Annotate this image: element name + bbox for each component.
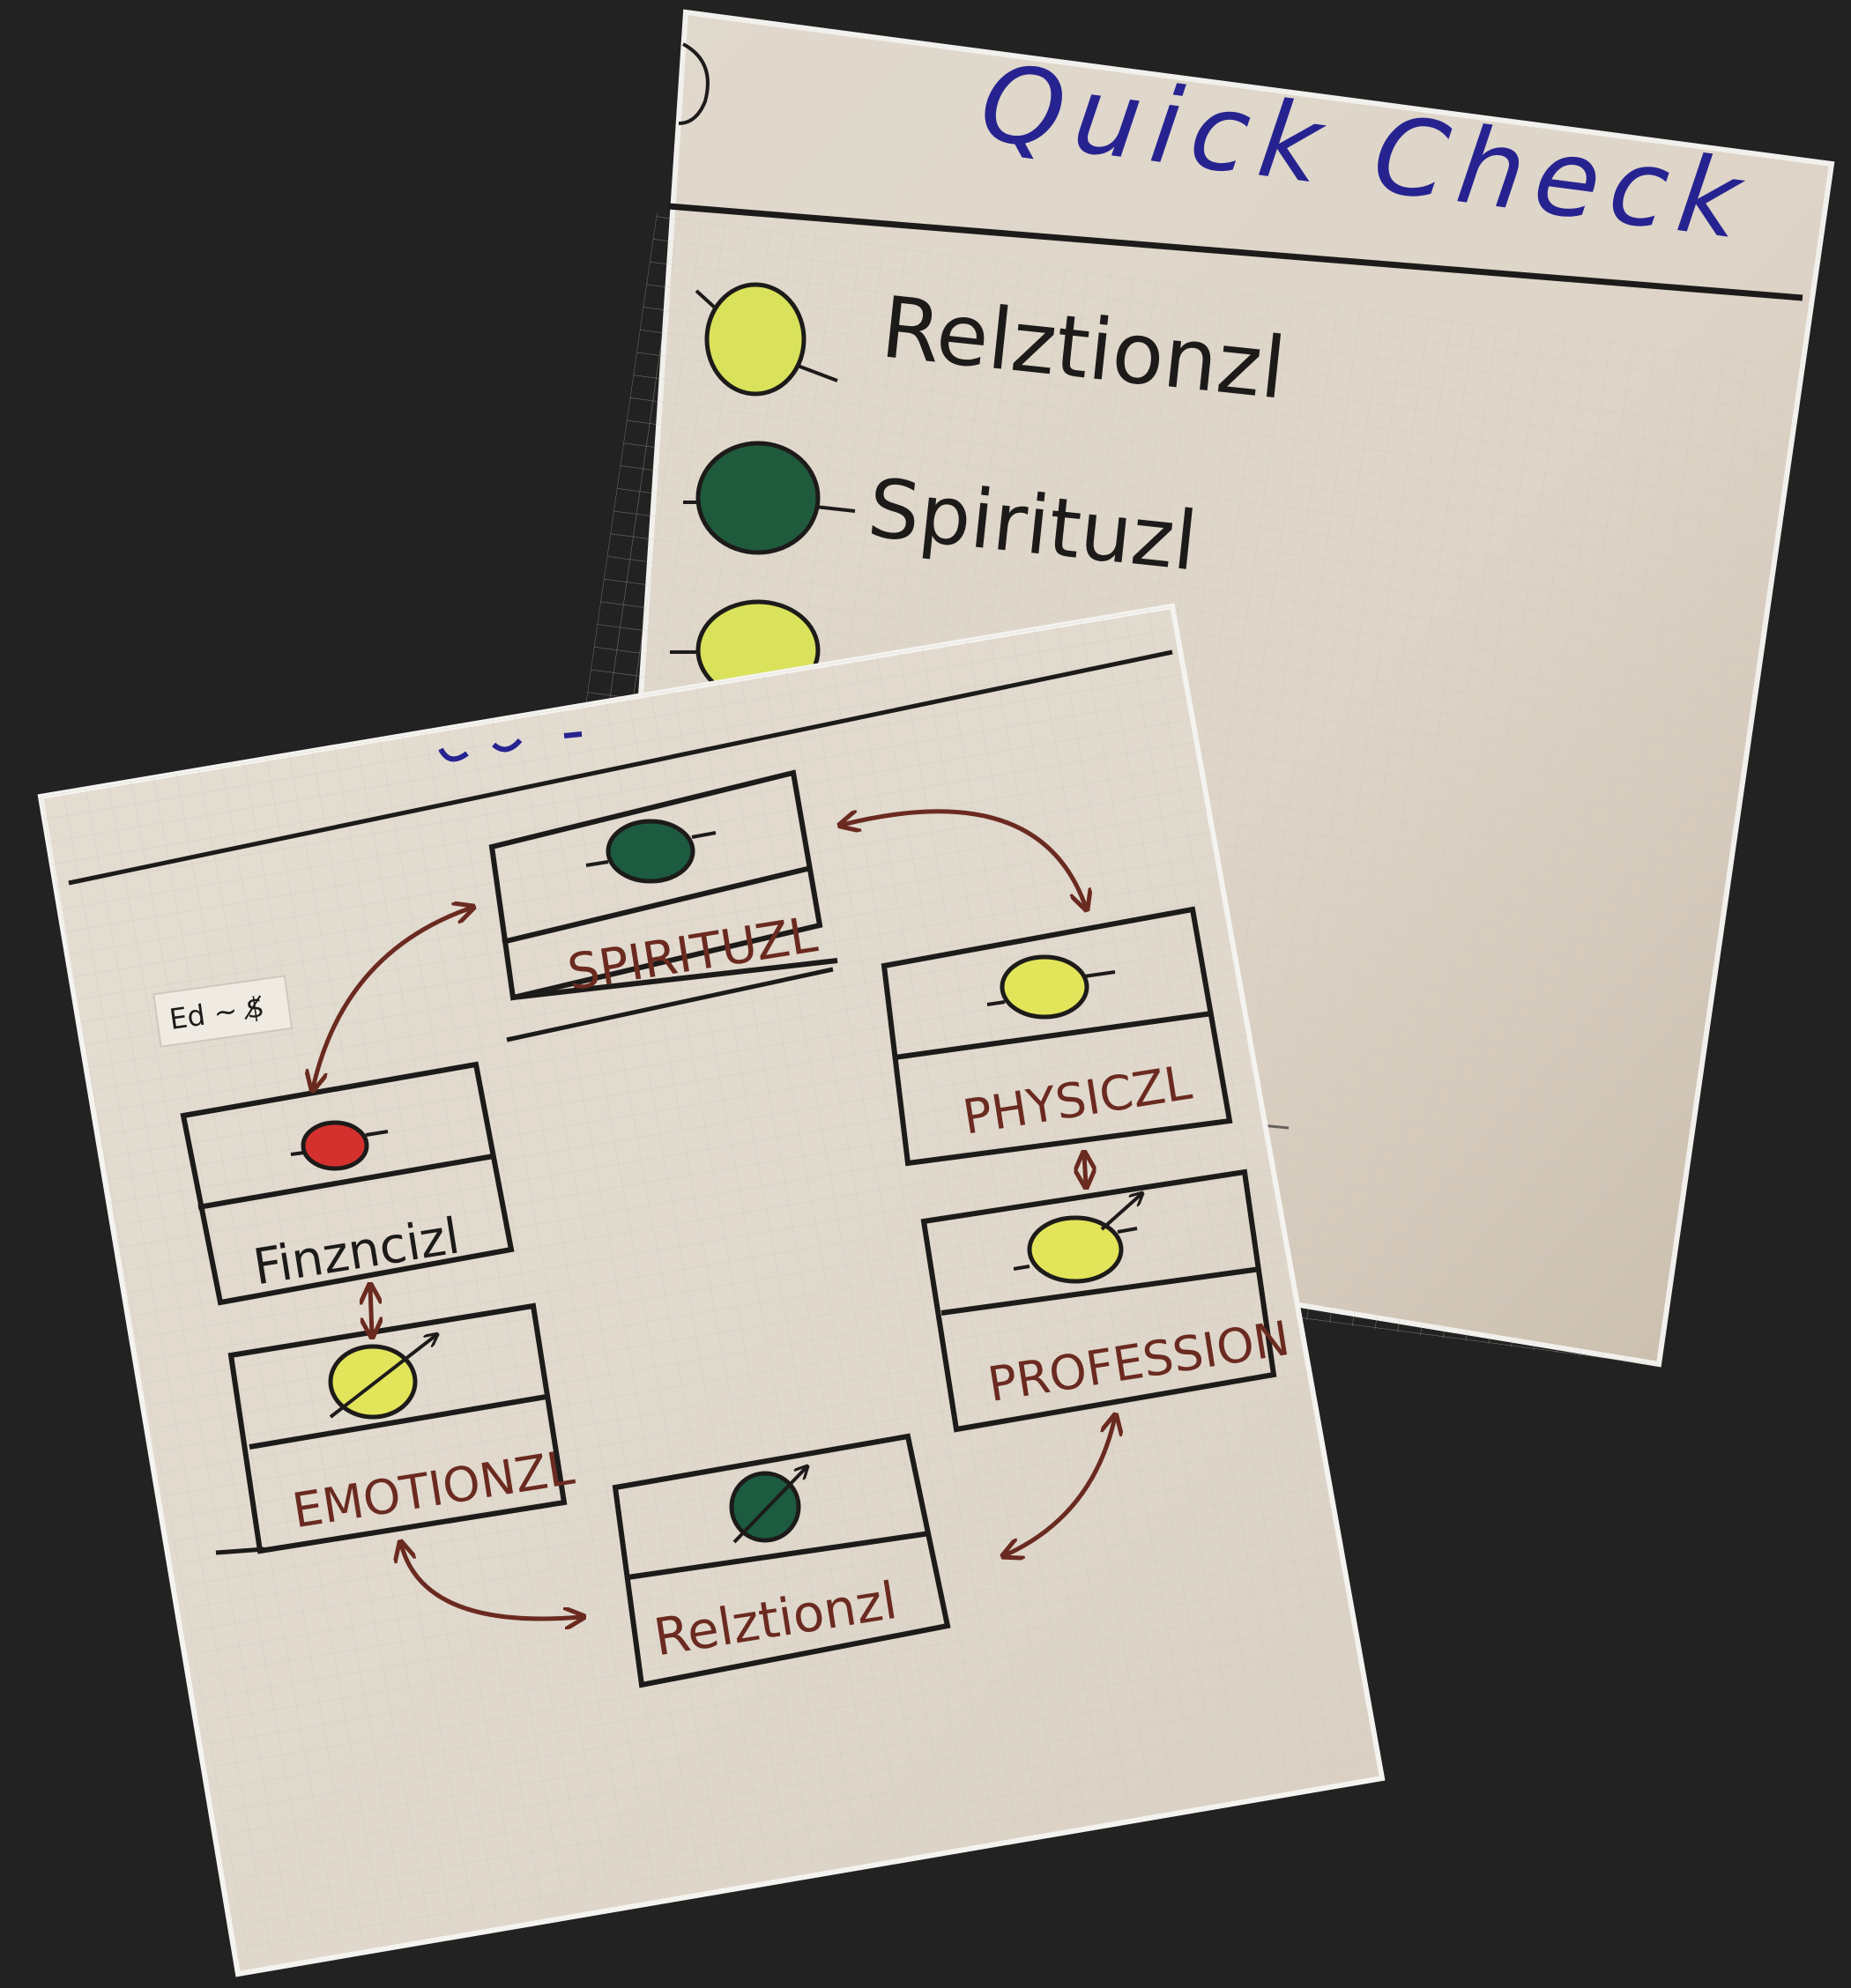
connector-arrow — [370, 1287, 372, 1335]
status-dot-green — [695, 441, 821, 555]
connector-arrow — [1005, 1417, 1115, 1555]
trend-up-arrow-icon — [732, 1467, 807, 1544]
connector-arrow — [1084, 1154, 1086, 1185]
status-dot-yellow — [704, 282, 807, 397]
status-dot-red — [301, 1120, 369, 1171]
status-dot-green — [729, 1471, 801, 1543]
connector-arrow — [401, 1544, 582, 1619]
status-dot-yellow — [1000, 954, 1089, 1020]
back-sheet-rule — [667, 203, 1803, 301]
front-sheet: Ed ~ $̸ SPIRITUZL — [37, 603, 1386, 1977]
cut-off-title-fragment — [438, 731, 583, 762]
sticky-note — [152, 975, 294, 1048]
front-sheet-rule — [68, 649, 1173, 886]
connector-arrow — [842, 809, 1086, 908]
trend-up-arrow-icon — [329, 1335, 436, 1419]
status-dot-green — [606, 819, 695, 884]
trend-up-arrow-icon — [1100, 1194, 1141, 1231]
status-dot-yellow — [1027, 1215, 1124, 1284]
connector-arrow — [313, 908, 472, 1088]
corner-circle-mark — [678, 42, 710, 125]
